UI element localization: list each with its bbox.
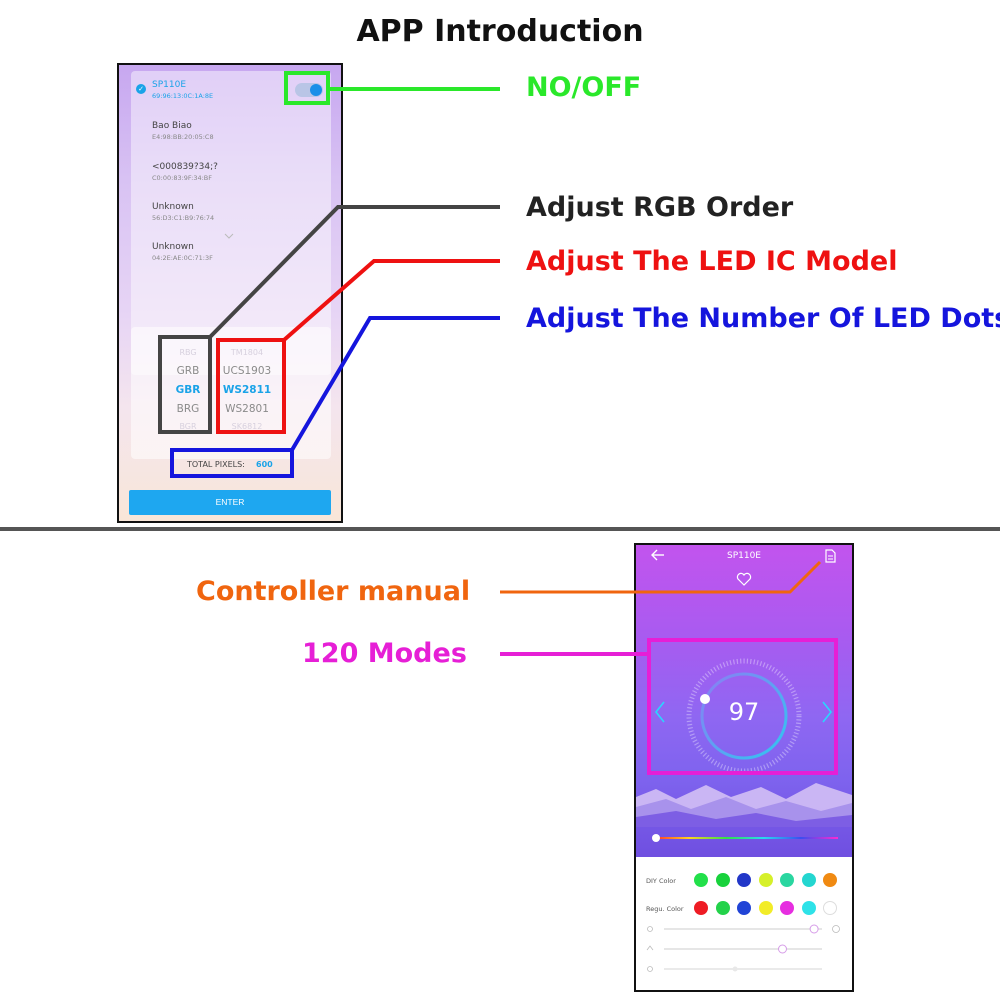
- ic-option[interactable]: SK6812: [231, 422, 263, 431]
- rgb-order-callout: [158, 205, 500, 434]
- diy-color-swatch[interactable]: [737, 873, 751, 887]
- rgb-option-selected[interactable]: GBR: [175, 384, 201, 396]
- regular-color-row: [694, 901, 844, 917]
- led-dots-callout: [170, 316, 500, 478]
- enter-button[interactable]: ENTER: [129, 490, 331, 515]
- regular-color-swatch[interactable]: [737, 901, 751, 915]
- manual-callout: [500, 560, 822, 594]
- mode-number: 97: [728, 698, 760, 726]
- speed-icon: [646, 945, 654, 951]
- diy-color-swatch[interactable]: [780, 873, 794, 887]
- annotation-led-dots: Adjust The Number Of LED Dots: [526, 303, 1000, 334]
- diy-color-swatch[interactable]: [823, 873, 837, 887]
- regular-color-swatch[interactable]: [780, 901, 794, 915]
- chevron-down-icon[interactable]: [224, 233, 234, 239]
- device-mac: E4:98:BB:20:05:C8: [152, 133, 214, 141]
- regular-color-swatch[interactable]: [823, 901, 837, 915]
- section-divider: [0, 527, 1000, 531]
- ic-option[interactable]: UCS1903: [222, 365, 272, 377]
- sun-large-icon: [832, 925, 840, 933]
- chevron-left-icon[interactable]: [654, 701, 666, 723]
- adjustment-sliders: [646, 924, 840, 972]
- mode-dial[interactable]: [684, 656, 804, 776]
- page-title: APP Introduction: [356, 14, 644, 49]
- rgb-option[interactable]: BGR: [179, 422, 197, 431]
- annotation-controller-manual: Controller manual: [196, 576, 471, 607]
- device-mac: 56:D3:C1:B9:76:74: [152, 214, 215, 222]
- total-pixels-value[interactable]: 600: [256, 460, 273, 469]
- annotation-on-off: NO/OFF: [526, 72, 642, 103]
- diy-color-swatch[interactable]: [694, 873, 708, 887]
- device-list: [131, 71, 331, 375]
- device-mac: 69:96:13:0C:1A:8E: [152, 92, 214, 100]
- ic-model-callout: [216, 259, 500, 434]
- bulb-icon: [647, 966, 653, 972]
- check-icon: ✓: [136, 84, 146, 94]
- device-name: SP110E: [152, 80, 187, 90]
- device-name: Unknown: [152, 202, 194, 212]
- ic-option[interactable]: TM1804: [230, 348, 264, 357]
- device-item-selected[interactable]: SP110E 69:96:13:0C:1A:8E: [152, 80, 213, 100]
- color-spectrum-slider[interactable]: [650, 833, 840, 843]
- mountain-scene-image: [636, 783, 852, 827]
- regular-color-swatch[interactable]: [758, 901, 773, 915]
- rgb-option[interactable]: BRG: [176, 403, 200, 415]
- chevron-right-icon[interactable]: [821, 701, 833, 723]
- device-item[interactable]: Bao Biao E4:98:BB:20:05:C8: [152, 121, 214, 141]
- phone-controller: SP110E 97: [634, 543, 854, 992]
- modes-callout: [500, 638, 838, 775]
- device-mac: C0:00:83:9F:34:BF: [152, 174, 213, 182]
- ic-option-selected[interactable]: WS2811: [222, 384, 272, 396]
- regular-color-swatch[interactable]: [694, 901, 708, 915]
- device-mac: 04:2E:AE:0C:71:3F: [152, 254, 213, 262]
- device-item[interactable]: Unknown 04:2E:AE:0C:71:3F: [152, 242, 213, 262]
- device-item[interactable]: <000839?34;? C0:00:83:9F:34:BF: [152, 162, 218, 182]
- device-name: Bao Biao: [152, 121, 192, 131]
- toggle-knob: [310, 84, 322, 96]
- regular-color-label: Regu. Color: [646, 905, 684, 913]
- total-pixels-label: TOTAL PIXELS:: [187, 460, 245, 469]
- phone-device-setup: ✓ SP110E 69:96:13:0C:1A:8E Bao Biao E4:9…: [117, 63, 343, 523]
- ic-option[interactable]: WS2801: [225, 403, 269, 415]
- device-item[interactable]: Unknown 56:D3:C1:B9:76:74: [152, 202, 214, 222]
- diy-color-label: DIY Color: [646, 877, 676, 885]
- speed-slider[interactable]: [664, 944, 822, 954]
- annotation-modes: 120 Modes: [302, 638, 467, 669]
- rgb-option[interactable]: RBG: [179, 348, 197, 357]
- annotation-ic-model: Adjust The LED IC Model: [526, 246, 898, 277]
- device-title: SP110E: [726, 551, 761, 561]
- back-arrow-icon[interactable]: [650, 549, 666, 561]
- third-slider[interactable]: [664, 966, 822, 972]
- regular-color-swatch[interactable]: [801, 901, 816, 915]
- on-off-callout: [284, 71, 500, 105]
- heart-icon[interactable]: [736, 572, 752, 586]
- rgb-option[interactable]: GRB: [176, 365, 200, 377]
- diy-color-swatch[interactable]: [801, 873, 816, 887]
- diy-color-swatch[interactable]: [715, 873, 730, 887]
- diy-color-swatch[interactable]: [758, 873, 773, 887]
- brightness-slider[interactable]: [664, 924, 822, 934]
- power-toggle[interactable]: [295, 83, 323, 97]
- regular-color-swatch[interactable]: [715, 901, 730, 915]
- device-name: Unknown: [152, 242, 194, 252]
- sun-small-icon: [647, 926, 653, 932]
- manual-icon[interactable]: [824, 549, 836, 563]
- diy-color-row: [694, 873, 844, 889]
- device-name: <000839?34;?: [152, 162, 218, 172]
- annotation-rgb-order: Adjust RGB Order: [526, 192, 794, 223]
